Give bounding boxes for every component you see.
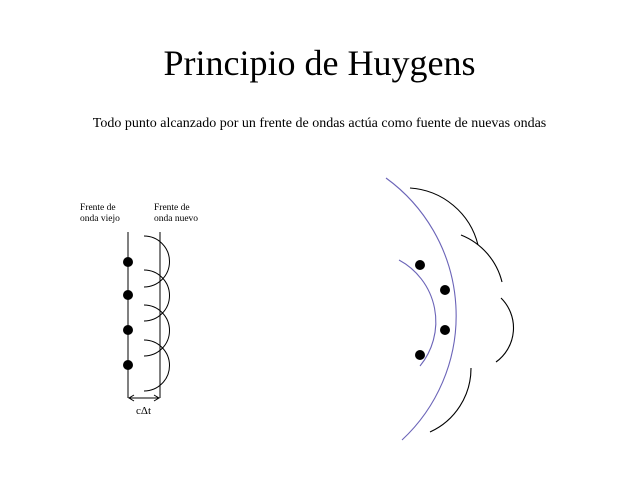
wavelet-arc-4 [143,339,170,392]
displacement-arrow-head-right [153,394,160,402]
source-point [123,290,133,300]
spherical-wavelet-arc-3 [495,297,514,363]
spherical-wave-sources [415,260,450,360]
plane-wave-sources [123,257,133,370]
old-wavefront-label-line-2: onda viejo [80,214,120,224]
wavelet-arc-2 [143,269,170,322]
old-wavefront-label-line-1: Frente de [80,203,116,213]
wavelet-arc-1 [143,235,170,288]
source-point [123,360,133,370]
plane-wave-diagram [127,232,170,402]
old-wavefront-label: Frente de onda viejo [80,203,120,225]
source-point [123,257,133,267]
source-point [415,350,425,360]
displacement-arrow-head-left [128,394,135,402]
spherical-wave-diagram [385,177,514,441]
new-wavefront-label-line-2: onda nuevo [154,214,199,224]
page-title: Principio de Huygens [163,43,476,83]
source-point [415,260,425,270]
page-subtitle: Todo punto alcanzado por un frente de on… [92,116,547,131]
displacement-label: cΔt [136,405,152,417]
new-wavefront-label: Frente de onda nuevo [154,203,198,225]
source-point [123,325,133,335]
old-spherical-wavefront [398,259,437,367]
source-point [440,325,450,335]
new-wavefront-label-line-1: Frente de [154,203,190,213]
spherical-wavelet-arc-4 [429,367,472,433]
source-point [440,285,450,295]
spherical-wavelet-arc-2 [460,234,503,283]
wavelet-arc-3 [143,304,170,357]
new-spherical-wavefront [385,177,457,441]
spherical-wavelet-arc-1 [409,187,479,246]
